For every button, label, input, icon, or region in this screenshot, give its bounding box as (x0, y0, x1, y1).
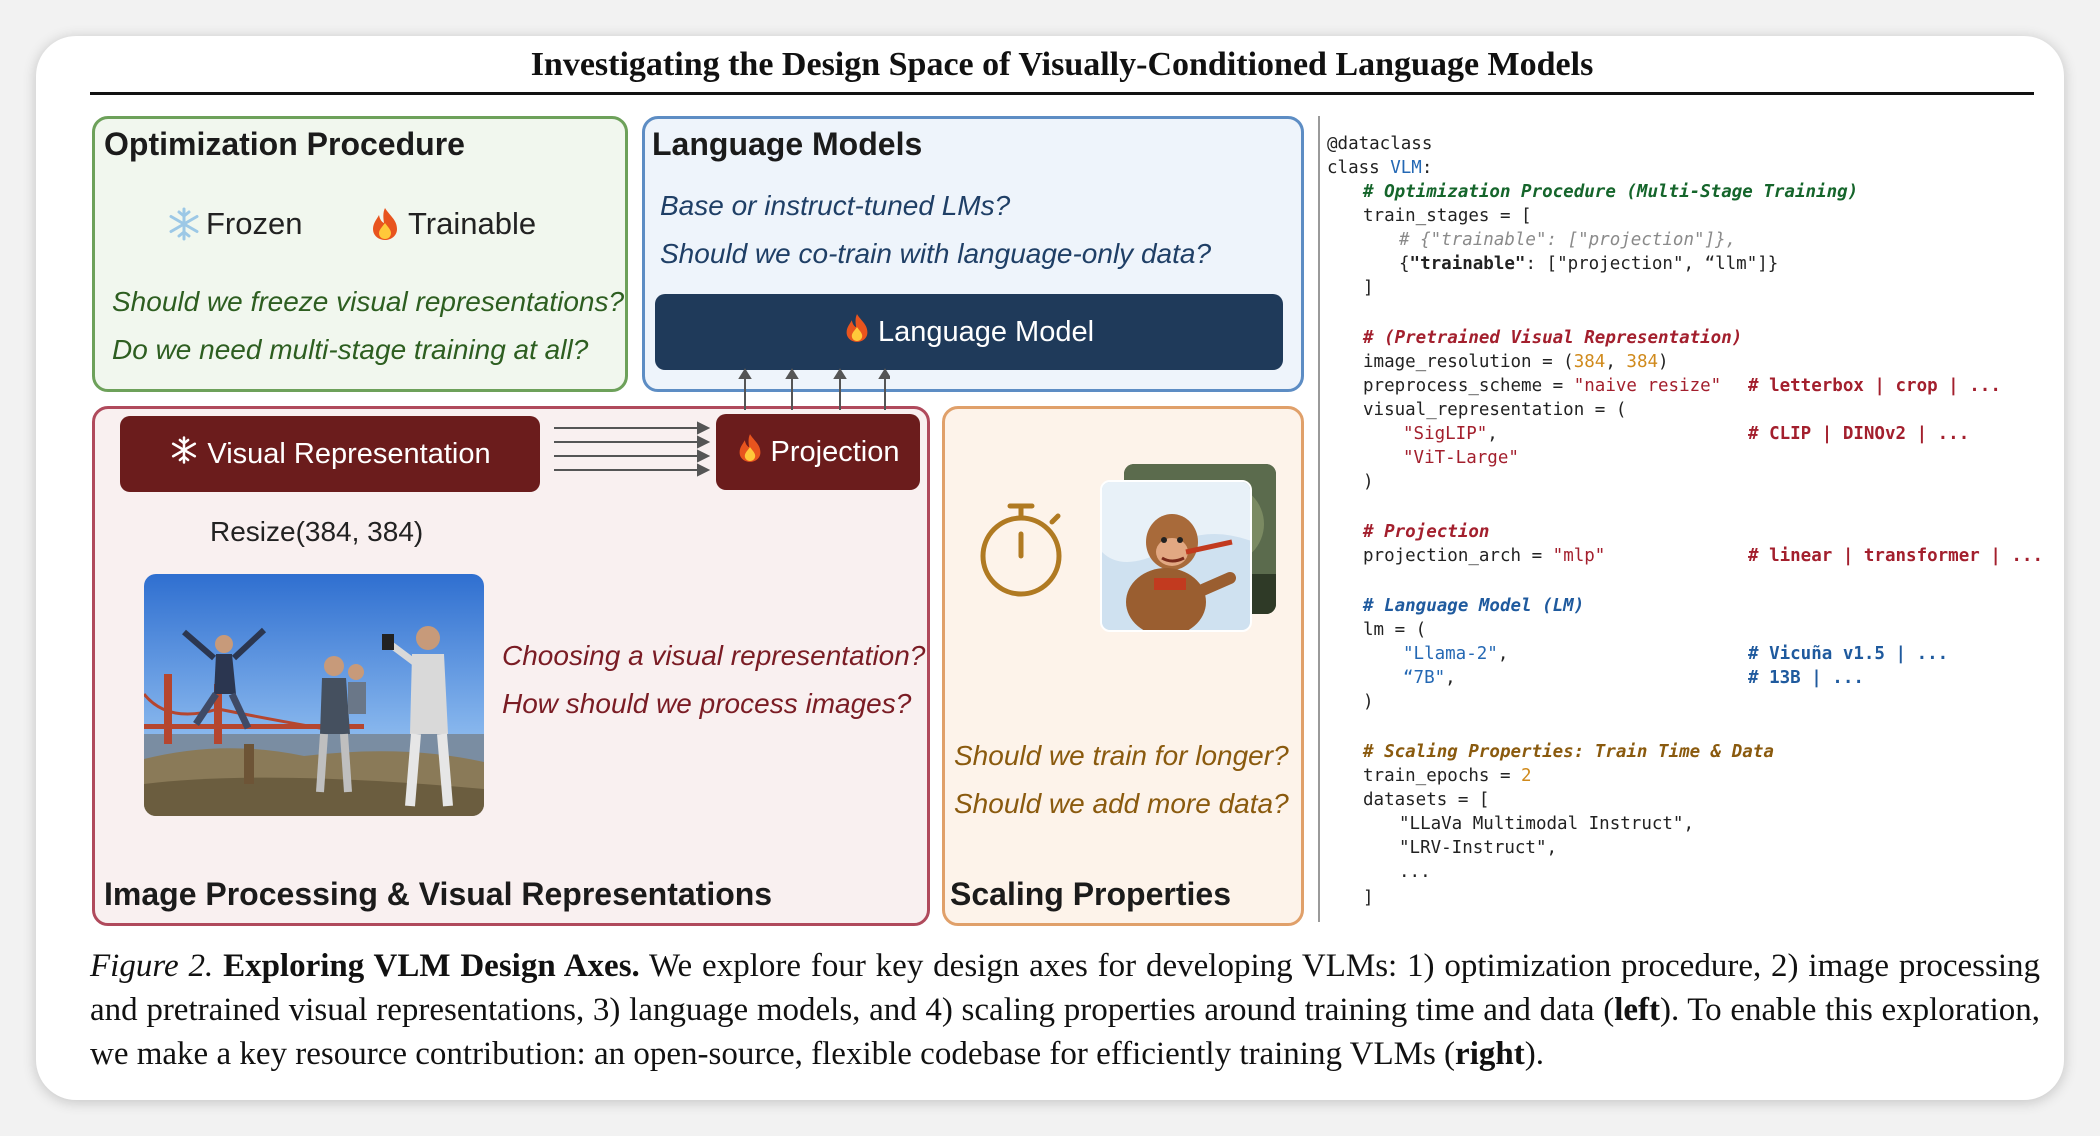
caption-text: ). To enable this exploration, we make a… (90, 992, 2040, 1072)
code-line: ) (1363, 692, 1374, 712)
code-line: "ViT-Large" (1403, 448, 1519, 468)
image-question-1: Choosing a visual representation? (502, 640, 926, 671)
monkey-photo (1100, 480, 1252, 632)
image-processing-title: Image Processing & Visual Representation… (104, 876, 773, 912)
code-line: image_resolution = (384, 384) (1363, 352, 1669, 372)
title-rule (90, 92, 2034, 95)
optimization-panel (92, 116, 628, 392)
code-line: train_epochs = 2 (1363, 766, 1532, 786)
optimization-question-2: Do we need multi-stage training at all? (112, 334, 589, 365)
resize-label: Resize(384, 384) (210, 516, 424, 547)
code-line: {"trainable": ["projection", “llm"]} (1399, 254, 1779, 274)
snowflake-icon (169, 435, 199, 473)
column-divider (1318, 116, 1320, 922)
visual-representation-box: Visual Representation (120, 416, 540, 492)
code-line: "SigLIP", (1403, 424, 1498, 444)
code-line: “7B", (1403, 668, 1456, 688)
code-line: preprocess_scheme = "naive resize" (1363, 376, 1722, 396)
code-comment: # CLIP | DINOv2 | ... (1748, 424, 1970, 444)
code-line: "LLaVa Multimodal Instruct", (1399, 814, 1695, 834)
optimization-title: Optimization Procedure (104, 126, 465, 162)
code-comment: # Optimization Procedure (Multi-Stage Tr… (1363, 182, 1859, 202)
language-question-2: Should we co-train with language-only da… (660, 238, 1212, 269)
stopwatch-icon (976, 500, 1066, 600)
code-line: datasets = [ (1363, 790, 1490, 810)
scaling-title: Scaling Properties (950, 876, 1231, 912)
scaling-question-2: Should we add more data? (954, 788, 1289, 819)
projection-label: Projection (770, 435, 900, 468)
code-line: train_stages = [ (1363, 206, 1532, 226)
code-comment: # Language Model (LM) (1363, 596, 1585, 616)
projection-to-lm-arrows (738, 368, 890, 410)
code-comment: # letterbox | crop | ... (1748, 376, 2001, 396)
code-comment: # {"trainable": ["projection"]}, (1399, 230, 1737, 250)
code-comment: # Scaling Properties: Train Time & Data (1363, 742, 1774, 762)
fire-icon (737, 432, 763, 472)
code-line: "Llama-2", (1403, 644, 1509, 664)
language-question-1: Base or instruct-tuned LMs? (660, 190, 1011, 221)
visual-representation-label: Visual Representation (207, 437, 491, 470)
code-line: lm = ( (1363, 620, 1427, 640)
code-comment: # Vicuña v1.5 | ... (1748, 644, 1949, 664)
figure-label: Figure 2. (90, 948, 214, 984)
frozen-label: Frozen (206, 206, 303, 241)
code-comment: # 13B | ... (1748, 668, 1864, 688)
code-line: ] (1363, 278, 1374, 298)
projection-box: Projection (716, 414, 920, 490)
code-line: class VLM: (1327, 158, 1433, 178)
caption-left: left (1614, 992, 1660, 1028)
code-line: ... (1399, 862, 1431, 882)
fire-icon (370, 206, 406, 246)
fire-icon (844, 312, 870, 352)
caption-text: We explore four key design axes for deve… (90, 948, 2041, 1028)
code-line: ] (1363, 888, 1374, 908)
snowflake-icon (166, 206, 206, 246)
code-line: ) (1363, 472, 1374, 492)
visual-to-projection-arrows (554, 421, 711, 477)
language-model-box: Language Model (655, 294, 1283, 370)
image-question-2: How should we process images? (502, 688, 912, 719)
caption-text: ). (1524, 1036, 1544, 1072)
language-model-label: Language Model (877, 315, 1095, 348)
scaling-question-1: Should we train for longer? (954, 740, 1289, 771)
code-comment: # Projection (1363, 522, 1490, 542)
code-line: visual_representation = ( (1363, 400, 1627, 420)
caption-heading: Exploring VLM Design Axes. (223, 948, 640, 984)
code-comment: # linear | transformer | ... (1748, 546, 2044, 566)
code-comment: # (Pretrained Visual Representation) (1363, 328, 1743, 348)
sample-photo (144, 574, 484, 816)
language-models-title: Language Models (652, 126, 923, 162)
page-title: Investigating the Design Space of Visual… (530, 46, 1594, 83)
figure-caption: Figure 2. Exploring VLM Design Axes. We … (90, 944, 2040, 1076)
code-line: @dataclass (1327, 134, 1433, 154)
caption-right: right (1455, 1036, 1525, 1072)
code-line: projection_arch = "mlp" (1363, 546, 1606, 566)
optimization-question-1: Should we freeze visual representations? (112, 286, 625, 317)
trainable-label: Trainable (408, 206, 537, 241)
code-line: "LRV-Instruct", (1399, 838, 1558, 858)
